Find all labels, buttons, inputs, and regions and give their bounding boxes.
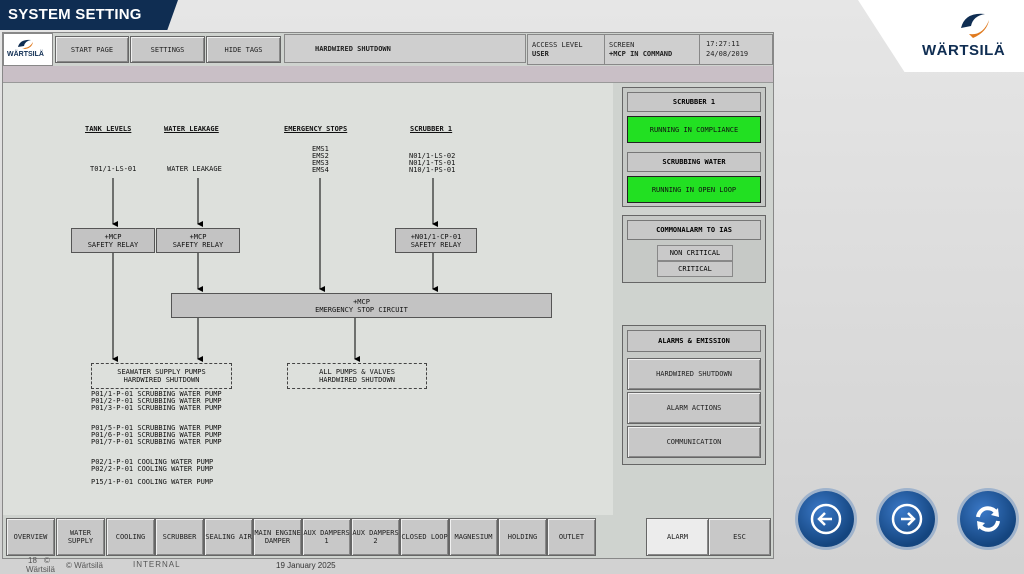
next-slide-button[interactable] bbox=[879, 491, 935, 547]
hmi-window: WÄRTSILÄ START PAGE SETTINGS HIDE TAGS H… bbox=[2, 32, 774, 559]
scrubbing-water-title: SCRUBBING WATER bbox=[627, 152, 761, 172]
access-level-value: USER bbox=[532, 50, 549, 58]
footer-classification: INTERNAL bbox=[133, 560, 181, 569]
footer-copyright: © Wärtsilä bbox=[66, 561, 104, 570]
diagram-canvas: TANK LEVELS WATER LEAKAGE EMERGENCY STOP… bbox=[3, 83, 613, 515]
ems-tag-1: EMS1 bbox=[312, 145, 329, 153]
bottom-navigation: OVERVIEW WATER SUPPLY COOLING SCRUBBER S… bbox=[3, 516, 773, 558]
safety-relay-scrubber[interactable]: +N01/1-CP-01 SAFETY RELAY bbox=[395, 228, 477, 253]
hmi-logo: WÄRTSILÄ bbox=[3, 33, 53, 66]
tank-tag: T01/1-LS-01 bbox=[90, 165, 137, 173]
hardwired-shutdown-button[interactable]: HARDWIRED SHUTDOWN bbox=[627, 358, 761, 390]
pump-line: P02/2-P-01 COOLING WATER PUMP bbox=[91, 465, 214, 473]
footer-page-number: 18 bbox=[28, 556, 37, 565]
common-alarm-title: COMMONALARM TO IAS bbox=[627, 220, 761, 240]
non-critical-indicator: NON CRITICAL bbox=[657, 245, 733, 261]
screen-title: HARDWIRED SHUTDOWN bbox=[284, 34, 526, 63]
pump-line: P01/3-P-01 SCRUBBING WATER PUMP bbox=[91, 404, 222, 412]
settings-button[interactable]: SETTINGS bbox=[130, 36, 205, 63]
water-leakage-header: WATER LEAKAGE bbox=[164, 125, 219, 133]
nav-sealing-air[interactable]: SEALING AIR bbox=[204, 518, 253, 556]
scrubber-status-panel: SCRUBBER 1 RUNNING IN COMPLIANCE SCRUBBI… bbox=[622, 87, 766, 207]
arrow-right-icon bbox=[891, 503, 923, 535]
common-alarm-panel: COMMONALARM TO IAS NON CRITICAL CRITICAL bbox=[622, 215, 766, 283]
ems-tag-3: EMS3 bbox=[312, 159, 329, 167]
loop-status: RUNNING IN OPEN LOOP bbox=[627, 176, 761, 203]
scrubber-tag-2: N01/1-TS-01 bbox=[409, 159, 456, 167]
tank-levels-header: TANK LEVELS bbox=[85, 125, 132, 133]
seawater-shutdown-box: SEAWATER SUPPLY PUMPS HARDWIRED SHUTDOWN bbox=[91, 363, 232, 389]
water-leakage-tag: WATER LEAKAGE bbox=[167, 165, 222, 173]
diagram-arrows bbox=[112, 178, 438, 362]
pump-line: P15/1-P-01 COOLING WATER PUMP bbox=[91, 478, 214, 486]
screen-label: SCREEN bbox=[609, 41, 635, 49]
pump-line: P01/5-P-01 SCRUBBING WATER PUMP bbox=[91, 424, 222, 432]
nav-aux-dampers-2[interactable]: AUX DAMPERS 2 bbox=[351, 518, 400, 556]
datetime: 17:27:11 24/08/2019 bbox=[699, 34, 773, 65]
arrow-left-icon bbox=[810, 503, 842, 535]
footer-date: 19 January 2025 bbox=[276, 561, 336, 570]
hide-tags-button[interactable]: HIDE TAGS bbox=[206, 36, 281, 63]
nav-overview[interactable]: OVERVIEW bbox=[6, 518, 55, 556]
alarm-actions-button[interactable]: ALARM ACTIONS bbox=[627, 392, 761, 424]
wartsila-logo-icon bbox=[961, 13, 989, 38]
emergency-stop-circuit[interactable]: +MCP EMERGENCY STOP CIRCUIT bbox=[171, 293, 552, 318]
pump-line: P01/7-P-01 SCRUBBING WATER PUMP bbox=[91, 438, 222, 446]
nav-water-supply[interactable]: WATER SUPPLY bbox=[56, 518, 105, 556]
slide-title: SYSTEM SETTING bbox=[8, 6, 142, 23]
message-bar bbox=[3, 66, 773, 83]
critical-indicator: CRITICAL bbox=[657, 261, 733, 277]
safety-relay-water[interactable]: +MCP SAFETY RELAY bbox=[156, 228, 240, 253]
scrubber-header: SCRUBBER 1 bbox=[410, 125, 453, 133]
screen-info: SCREEN +MCP IN COMMAND bbox=[604, 34, 700, 65]
emergency-stops-header: EMERGENCY STOPS bbox=[284, 125, 348, 133]
alarms-emission-title: ALARMS & EMISSION bbox=[627, 330, 761, 352]
nav-closed-loop[interactable]: CLOSED LOOP bbox=[400, 518, 449, 556]
nav-holding[interactable]: HOLDING bbox=[498, 518, 547, 556]
scrubber-tag-3: N10/1-PS-01 bbox=[409, 166, 456, 174]
pump-line: P01/1-P-01 SCRUBBING WATER PUMP bbox=[91, 390, 222, 398]
slide-title-bar bbox=[0, 0, 178, 30]
footer-company: Wärtsilä bbox=[26, 565, 55, 574]
scrubber-tag-1: N01/1-LS-02 bbox=[409, 152, 456, 160]
logo-wordmark: WÄRTSILÄ bbox=[922, 42, 1006, 59]
start-page-button[interactable]: START PAGE bbox=[55, 36, 129, 63]
safety-relay-tank[interactable]: +MCP SAFETY RELAY bbox=[71, 228, 155, 253]
pump-line: P01/6-P-01 SCRUBBING WATER PUMP bbox=[91, 431, 222, 439]
hmi-logo-text: WÄRTSILÄ bbox=[7, 51, 44, 58]
footer-copyright-mark: © bbox=[44, 556, 50, 565]
access-level: ACCESS LEVEL USER bbox=[527, 34, 605, 65]
scrubber-title: SCRUBBER 1 bbox=[627, 92, 761, 112]
all-pumps-shutdown-box: ALL PUMPS & VALVES HARDWIRED SHUTDOWN bbox=[287, 363, 427, 389]
nav-aux-dampers-1[interactable]: AUX DAMPERS 1 bbox=[302, 518, 351, 556]
ems-tag-2: EMS2 bbox=[312, 152, 329, 160]
nav-scrubber[interactable]: SCRUBBER bbox=[155, 518, 204, 556]
compliance-status: RUNNING IN COMPLIANCE bbox=[627, 116, 761, 143]
alarm-button[interactable]: ALARM bbox=[646, 518, 709, 556]
wartsila-small-logo-icon bbox=[18, 39, 33, 49]
refresh-button[interactable] bbox=[960, 491, 1016, 547]
communication-button[interactable]: COMMUNICATION bbox=[627, 426, 761, 458]
time-display: 17:27:11 bbox=[706, 40, 740, 48]
pump-line: P02/1-P-01 COOLING WATER PUMP bbox=[91, 458, 214, 466]
access-level-label: ACCESS LEVEL bbox=[532, 41, 583, 49]
status-side-panel: SCRUBBER 1 RUNNING IN COMPLIANCE SCRUBBI… bbox=[615, 83, 771, 515]
nav-outlet[interactable]: OUTLET bbox=[547, 518, 596, 556]
alarms-emission-panel: ALARMS & EMISSION HARDWIRED SHUTDOWN ALA… bbox=[622, 325, 766, 465]
pump-line: P01/2-P-01 SCRUBBING WATER PUMP bbox=[91, 397, 222, 405]
esc-button[interactable]: ESC bbox=[708, 518, 771, 556]
screen-value: +MCP IN COMMAND bbox=[609, 50, 673, 58]
ems-tag-4: EMS4 bbox=[312, 166, 329, 174]
nav-magnesium[interactable]: MAGNESIUM bbox=[449, 518, 498, 556]
nav-main-engine-damper[interactable]: MAIN ENGINE DAMPER bbox=[253, 518, 302, 556]
refresh-icon bbox=[976, 506, 1000, 532]
previous-slide-button[interactable] bbox=[798, 491, 854, 547]
date-display: 24/08/2019 bbox=[706, 50, 749, 58]
nav-cooling[interactable]: COOLING bbox=[106, 518, 155, 556]
